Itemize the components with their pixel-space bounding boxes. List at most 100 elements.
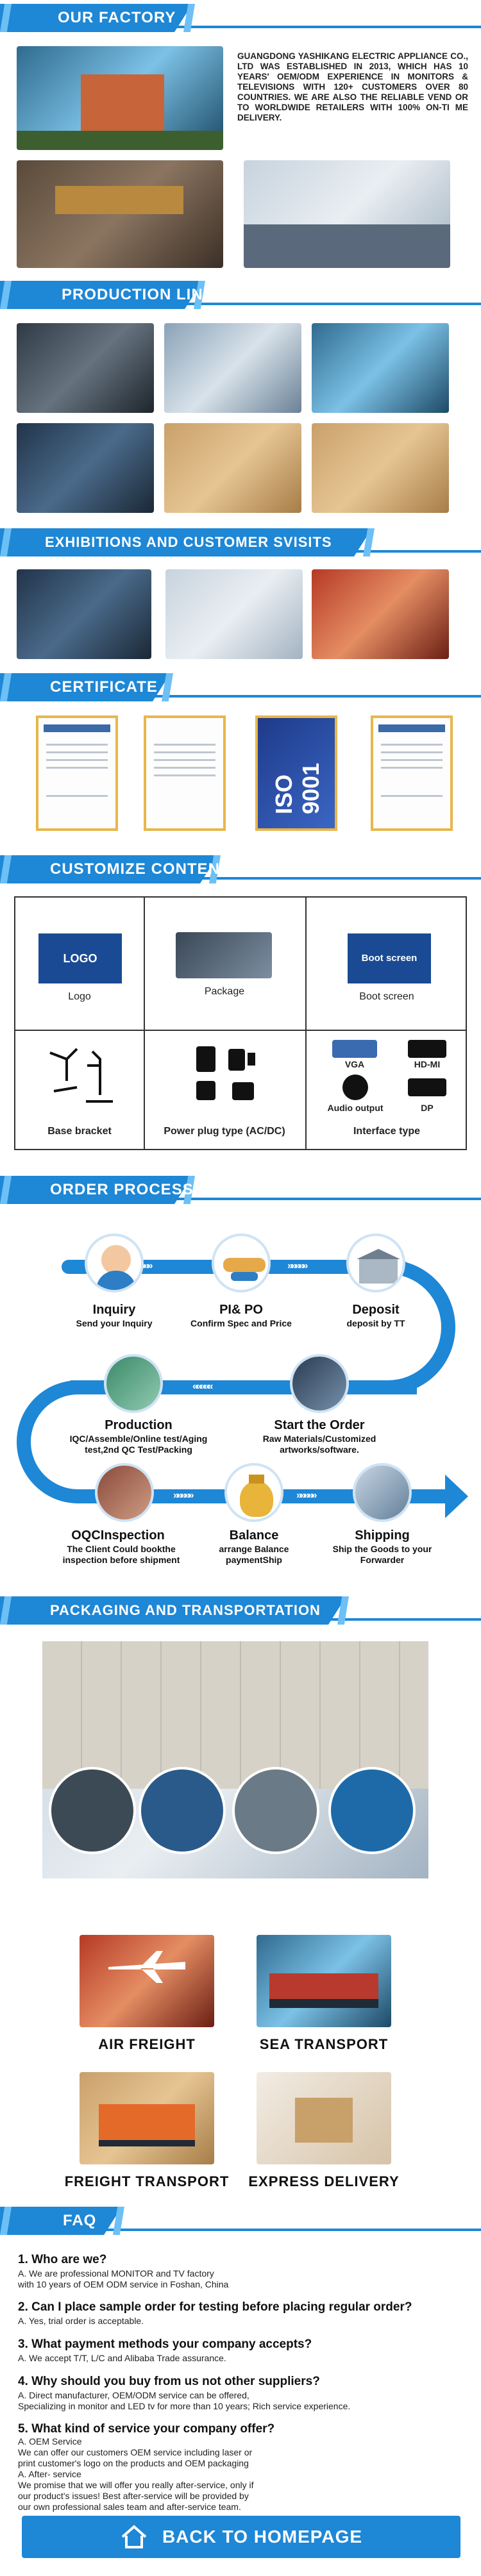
shipping-icon bbox=[353, 1463, 412, 1522]
factory-description: GUANGDONG YASHIKANG ELECTRIC APPLIANCE C… bbox=[237, 51, 468, 122]
section-title: PRODUCTION LINE bbox=[62, 286, 214, 303]
logo-sample: LOGO bbox=[38, 933, 122, 983]
packaging-warehouse-photo bbox=[42, 1641, 428, 1878]
base-bracket-icon bbox=[49, 1048, 113, 1103]
faq-answer: our own professional sales team and afte… bbox=[18, 2502, 241, 2512]
home-icon bbox=[121, 2525, 147, 2548]
express-delivery-photo bbox=[257, 2072, 391, 2164]
back-to-homepage-button[interactable]: BACK TO HOMEPAGE bbox=[22, 2516, 460, 2558]
money-bag-icon bbox=[224, 1463, 283, 1522]
boot-screen-label: Boot screen bbox=[359, 991, 414, 1002]
step-title: OQCInspection bbox=[71, 1528, 165, 1543]
faq-answer: Specializing in monitor and LED tv for m… bbox=[18, 2401, 351, 2411]
customize-grid: LOGO Logo Package Boot screen Boot scree… bbox=[14, 896, 467, 1150]
section-title: PACKAGING AND TRANSPORTATION bbox=[50, 1602, 321, 1618]
certificate-2 bbox=[144, 715, 226, 831]
faq-answer: print customer's logo on the products an… bbox=[18, 2458, 249, 2468]
production-photo-1 bbox=[17, 323, 154, 413]
certificate-4 bbox=[371, 715, 453, 831]
step-desc: arrange Balance paymentShip bbox=[219, 1544, 289, 1565]
hdmi-port-icon bbox=[408, 1040, 446, 1058]
faq-answer: A. We are professional MONITOR and TV fa… bbox=[18, 2268, 214, 2279]
faq-answer: A. Yes, trial order is acceptable. bbox=[18, 2316, 144, 2326]
arrow-right-icon bbox=[417, 1475, 468, 1518]
section-banner-production: PRODUCTION LINE bbox=[0, 281, 481, 309]
section-banner-factory: OUR FACTORY bbox=[0, 4, 481, 32]
section-banner-faq: FAQ bbox=[0, 2207, 481, 2235]
section-banner-certificate: CERTIFICATE bbox=[0, 673, 481, 701]
section-banner-packaging: PACKAGING AND TRANSPORTATION bbox=[0, 1596, 481, 1625]
step-title: Production bbox=[105, 1418, 173, 1432]
section-banner-order: ORDER PROCESS bbox=[0, 1176, 481, 1204]
faq-answer: We promise that we will offer you really… bbox=[18, 2480, 254, 2490]
start-order-icon bbox=[290, 1354, 349, 1413]
production-icon bbox=[104, 1354, 163, 1413]
exhibition-photo-3 bbox=[312, 569, 449, 659]
power-plug-label: Power plug type (AC/DC) bbox=[164, 1126, 285, 1137]
step-title: Start the Order bbox=[274, 1418, 365, 1432]
air-freight-photo bbox=[80, 1935, 214, 2027]
step-desc: deposit by TT bbox=[346, 1318, 405, 1328]
section-title: ORDER PROCESS bbox=[50, 1181, 194, 1198]
logo-label: Logo bbox=[68, 991, 91, 1002]
faq-answer: with 10 years of OEM ODM service in Fosh… bbox=[18, 2279, 229, 2289]
faq-answer: A. After- service bbox=[18, 2469, 81, 2479]
base-bracket-label: Base bracket bbox=[47, 1126, 112, 1137]
production-photo-5 bbox=[164, 423, 301, 513]
bank-icon bbox=[346, 1234, 405, 1292]
faq-answer: We can offer our customers OEM service i… bbox=[18, 2447, 253, 2457]
handshake-icon bbox=[212, 1234, 271, 1292]
section-banner-exhibitions: EXHIBITIONS AND CUSTOMER SVISITS bbox=[0, 528, 481, 556]
factory-lobby-photo bbox=[17, 160, 223, 268]
faq-answer: A. Direct manufacturer, OEM/ODM service … bbox=[18, 2390, 249, 2400]
production-photo-2 bbox=[164, 323, 301, 413]
step-desc: IQC/Assemble/Online test/Aging test,2nd … bbox=[69, 1434, 208, 1455]
back-to-homepage-label: BACK TO HOMEPAGE bbox=[162, 2527, 363, 2547]
freight-transport-photo bbox=[80, 2072, 214, 2164]
faq-answer: A. We accept T/T, L/C and Alibaba Trade … bbox=[18, 2353, 226, 2363]
section-title: CERTIFICATE bbox=[50, 678, 158, 696]
step-desc: Confirm Spec and Price bbox=[190, 1318, 292, 1328]
package-box-image bbox=[176, 932, 272, 978]
production-photo-4 bbox=[17, 423, 154, 513]
iso-text: ISO 9001 bbox=[271, 762, 324, 814]
faq-question: 4. Why should you buy from us not other … bbox=[18, 2375, 320, 2388]
step-title: Inquiry bbox=[92, 1303, 136, 1317]
vga-port-icon bbox=[332, 1040, 377, 1058]
sea-transport-photo bbox=[257, 1935, 391, 2027]
certificate-iso: ISO 9001 bbox=[255, 715, 337, 831]
faq-question: 2. Can I place sample order for testing … bbox=[18, 2300, 412, 2314]
step-desc: The Client Could bookthe inspection befo… bbox=[62, 1544, 180, 1565]
factory-office-photo bbox=[244, 160, 450, 268]
step-title: Deposit bbox=[352, 1303, 400, 1317]
audio-port-icon bbox=[342, 1075, 368, 1100]
section-title: CUSTOMIZE CONTENT bbox=[50, 860, 230, 878]
exhibition-photo-2 bbox=[165, 569, 303, 659]
faq-answer: A. OEM Service bbox=[18, 2436, 82, 2446]
interface-label: Interface type bbox=[353, 1126, 421, 1137]
step-desc: Send your Inquiry bbox=[76, 1318, 153, 1328]
package-label: Package bbox=[204, 986, 245, 997]
inspection-icon bbox=[95, 1463, 154, 1522]
production-photo-6 bbox=[312, 423, 449, 513]
step-title: Balance bbox=[229, 1528, 279, 1543]
exhibition-photo-1 bbox=[17, 569, 151, 659]
audio-label: Audio output bbox=[327, 1103, 384, 1113]
section-title: OUR FACTORY bbox=[58, 9, 176, 26]
factory-building-photo bbox=[17, 46, 223, 150]
step-desc: Raw Materials/Customized artworks/softwa… bbox=[262, 1434, 376, 1455]
section-title: EXHIBITIONS AND CUSTOMER SVISITS bbox=[45, 534, 332, 550]
power-plug-icon bbox=[196, 1046, 255, 1100]
faq-question: 3. What payment methods your company acc… bbox=[18, 2338, 312, 2351]
sea-transport-caption: SEA TRANSPORT bbox=[259, 2036, 389, 2052]
faq-question: 1. Who are we? bbox=[18, 2253, 107, 2266]
vga-label: VGA bbox=[344, 1059, 365, 1069]
airplane-icon bbox=[108, 1951, 185, 1983]
hdmi-label: HD-MI bbox=[414, 1059, 441, 1069]
section-banner-customize: CUSTOMIZE CONTENT bbox=[0, 855, 481, 883]
faq-answer: our product's issues! Best after-service… bbox=[18, 2491, 249, 2501]
freight-transport-caption: FREIGHT TRANSPORT bbox=[64, 2173, 230, 2189]
section-title: FAQ bbox=[63, 2212, 97, 2229]
boot-screen-sample: Boot screen bbox=[348, 933, 431, 983]
express-delivery-caption: EXPRESS DELIVERY bbox=[248, 2173, 400, 2189]
